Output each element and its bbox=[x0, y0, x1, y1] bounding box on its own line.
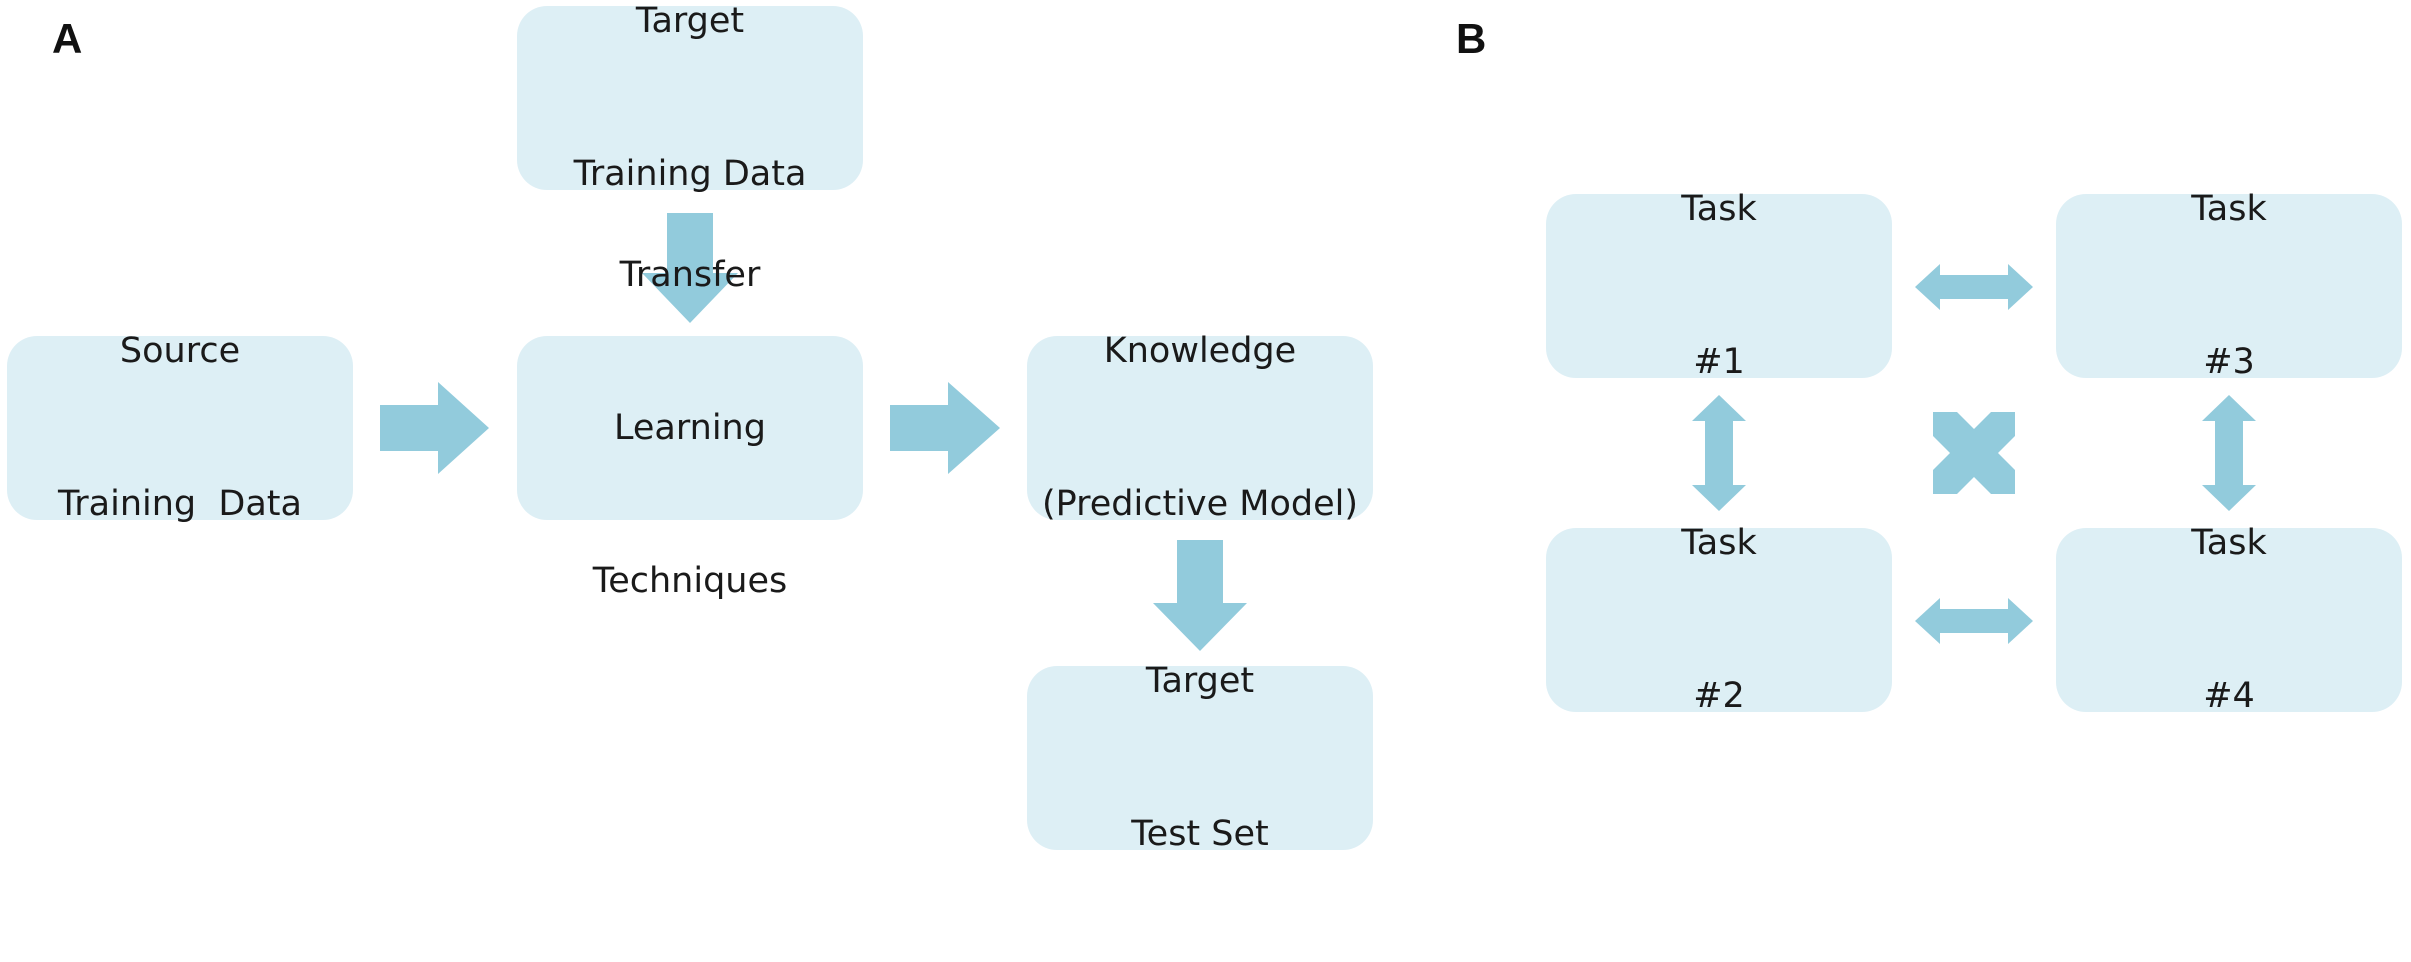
node-line: Training Data bbox=[58, 484, 302, 524]
node-line: Target bbox=[1145, 661, 1255, 701]
node-target-training-data: Target Training Data bbox=[517, 1, 863, 194]
node-line: Transfer bbox=[619, 254, 761, 295]
node-line: Knowledge bbox=[1103, 331, 1297, 371]
node-source-training-data: Source Training Data bbox=[7, 331, 353, 524]
node-line: Task bbox=[2191, 189, 2267, 229]
node-task-3: Task #3 bbox=[2056, 189, 2402, 382]
node-line: Test Set bbox=[1131, 814, 1269, 854]
cross-arrows-cutouts bbox=[1933, 412, 2015, 494]
node-line: Task bbox=[1681, 189, 1757, 229]
arrow-task3-task4 bbox=[2202, 395, 2256, 511]
node-transfer-learning-techniques: Transfer Learning Techniques bbox=[517, 255, 863, 601]
arrow-knowledge-to-test-set bbox=[1153, 540, 1247, 651]
node-knowledge-predictive-model: Knowledge (Predictive Model) bbox=[1027, 331, 1373, 524]
arrow-source-to-transfer bbox=[380, 382, 489, 474]
node-line: Source bbox=[119, 331, 241, 371]
arrow-task2-task4 bbox=[1915, 598, 2033, 644]
node-line: Task bbox=[2191, 523, 2267, 563]
node-target-test-set: Target Test Set bbox=[1027, 661, 1373, 854]
node-line: Learning bbox=[614, 407, 766, 448]
node-line: #4 bbox=[2203, 676, 2255, 716]
node-line: (Predictive Model) bbox=[1041, 484, 1359, 524]
arrow-target-training-to-transfer bbox=[642, 213, 738, 323]
arrows-layer bbox=[380, 213, 2256, 651]
node-line: #3 bbox=[2203, 342, 2255, 382]
node-task-1: Task #1 bbox=[1546, 189, 1892, 382]
arrow-transfer-to-knowledge bbox=[890, 382, 1000, 474]
node-line: Training Data bbox=[573, 154, 807, 194]
node-line: #2 bbox=[1693, 676, 1745, 716]
node-task-2: Task #2 bbox=[1546, 523, 1892, 716]
node-task-4: Task #4 bbox=[2056, 523, 2402, 716]
arrow-task1-task3 bbox=[1915, 264, 2033, 310]
node-line: #1 bbox=[1693, 342, 1745, 382]
arrow-task1-task2 bbox=[1692, 395, 1746, 511]
panel-a-label: A bbox=[52, 15, 83, 62]
node-line: Techniques bbox=[592, 560, 788, 601]
node-line: Target bbox=[635, 1, 745, 41]
node-line: Task bbox=[1681, 523, 1757, 563]
panel-b-label: B bbox=[1456, 15, 1487, 62]
